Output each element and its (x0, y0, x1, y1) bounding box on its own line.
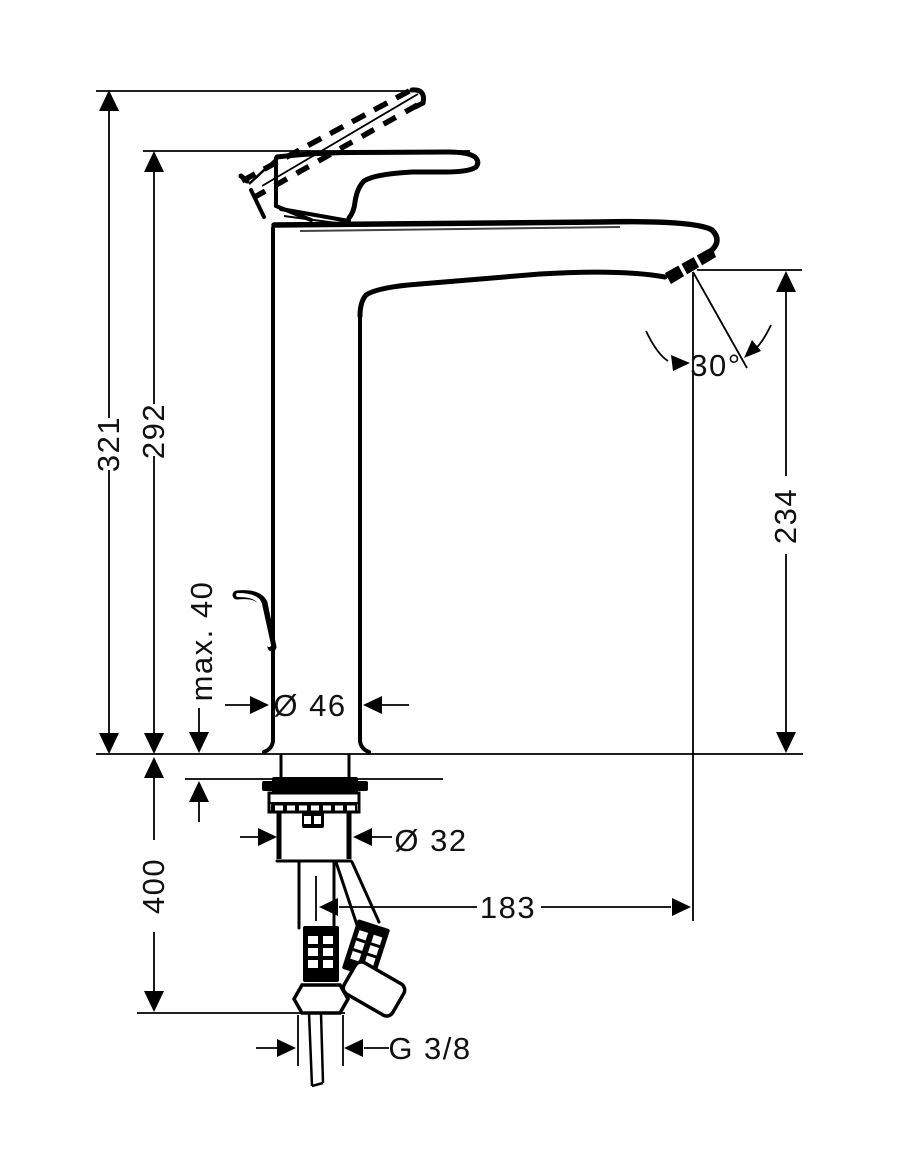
handle-lever (238, 149, 481, 221)
hose-braid-right (342, 919, 390, 979)
dimension-max-thickness: max. 40 (184, 581, 219, 822)
dim-label-292: 292 (136, 403, 171, 459)
pull-rod (232, 590, 277, 652)
dimension-outlet-height: 234 (768, 271, 803, 753)
dimension-body-diameter: Ø 46 (225, 688, 409, 723)
spout (271, 218, 720, 319)
dimension-spout-angle: 30° (645, 324, 772, 383)
dim-label-183: 183 (480, 890, 536, 925)
dimension-thread: G 3/8 (256, 1031, 471, 1066)
extension-lines (96, 90, 803, 1066)
dimension-spout-reach: 183 (319, 890, 691, 925)
dimension-hose-length: 400 (136, 757, 171, 1012)
hose-nut-left (291, 983, 351, 1015)
connection-tube (307, 1012, 325, 1088)
dimension-total-height: 321 (91, 90, 126, 754)
body-column (262, 226, 371, 754)
dim-label-30deg: 30° (690, 348, 741, 383)
dimension-hole-diameter: Ø 32 (240, 823, 467, 858)
dim-label-max40: max. 40 (184, 581, 219, 702)
aerator (665, 247, 716, 284)
dim-label-321: 321 (91, 416, 126, 472)
dim-label-g38: G 3/8 (388, 1031, 471, 1066)
dim-label-400: 400 (136, 858, 171, 914)
dim-label-234: 234 (768, 488, 803, 544)
supply-hoses (291, 860, 407, 1088)
hose-fitting-right (341, 960, 407, 1018)
body-cap (274, 156, 351, 225)
dim-label-d46: Ø 46 (273, 688, 346, 723)
dim-label-d32: Ø 32 (394, 823, 467, 858)
dimension-handle-height: 292 (136, 151, 171, 754)
faucet-outline (232, 86, 720, 754)
handle-raised-dashed (240, 86, 426, 201)
mounting-hardware (262, 753, 368, 863)
